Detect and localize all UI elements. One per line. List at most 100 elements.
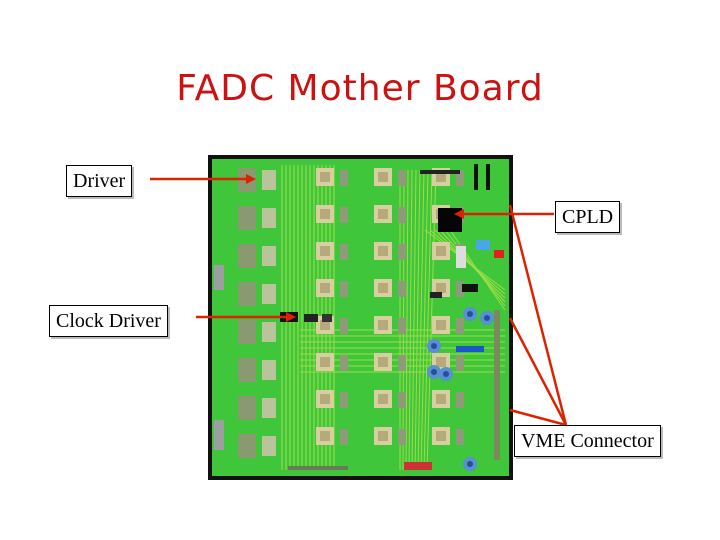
passive <box>340 281 348 297</box>
adc-die <box>436 320 446 330</box>
driver-chip <box>238 244 256 268</box>
ic <box>430 292 442 298</box>
arrow-heads <box>246 174 464 322</box>
adc-die <box>320 209 330 219</box>
driver-chip <box>238 282 256 306</box>
adc-die <box>320 431 330 441</box>
adc-die <box>436 394 446 404</box>
mount-hole-center <box>467 311 473 317</box>
adc-die <box>436 172 446 182</box>
cpld-chip <box>438 208 462 232</box>
adc-die <box>320 283 330 293</box>
passive <box>456 355 464 371</box>
adc-die <box>436 283 446 293</box>
driver-chip <box>262 436 276 456</box>
header-pin <box>486 164 490 190</box>
adc-die <box>378 320 388 330</box>
trace <box>411 169 417 471</box>
connector-strip <box>456 346 484 352</box>
passive <box>340 392 348 408</box>
clock-driver-chip <box>322 314 332 322</box>
passive <box>456 429 464 445</box>
driver-chip <box>238 320 256 344</box>
cpld-label: CPLD <box>555 201 621 233</box>
adc-die <box>436 431 446 441</box>
passive <box>340 429 348 445</box>
driver-chip <box>262 322 276 342</box>
adc-die <box>378 283 388 293</box>
adc-die <box>378 172 388 182</box>
slide-title: FADC Mother Board <box>176 68 544 109</box>
passive <box>456 281 464 297</box>
clock-driver-label: Clock Driver <box>49 305 168 337</box>
adc-die <box>378 246 388 256</box>
ic <box>462 284 478 292</box>
driver-chip <box>262 208 276 228</box>
passive <box>398 170 406 186</box>
vme-connector-label: VME Connector <box>514 425 661 457</box>
vme-arrow-1 <box>508 204 568 426</box>
passive <box>456 318 464 334</box>
led-block <box>476 240 490 250</box>
passive <box>340 207 348 223</box>
trace <box>449 229 506 311</box>
dip-switch <box>404 462 432 470</box>
vme-arrow-2 <box>508 317 568 426</box>
driver-chip <box>262 284 276 304</box>
passive <box>456 392 464 408</box>
pcb-components <box>214 164 504 471</box>
passive <box>340 355 348 371</box>
header-pin <box>474 164 478 190</box>
edge-connector <box>214 420 224 450</box>
mount-hole-center <box>484 315 490 321</box>
adc-die <box>378 431 388 441</box>
trace <box>405 169 409 471</box>
connector <box>420 170 460 174</box>
driver-chip <box>262 398 276 418</box>
adc-die <box>378 209 388 219</box>
callout-arrows <box>150 177 568 427</box>
driver-chip <box>262 246 276 266</box>
driver-chip <box>238 206 256 230</box>
mount-hole-center <box>431 343 437 349</box>
edge-pins <box>288 466 348 470</box>
adc-die <box>436 246 446 256</box>
adc-die <box>320 320 330 330</box>
mount-hole-center <box>431 369 437 375</box>
sram-chip <box>456 246 466 268</box>
driver-chip <box>238 358 256 382</box>
trace <box>420 169 429 471</box>
driver-label: Driver <box>66 165 133 197</box>
vme-arrow-3 <box>509 408 567 427</box>
trace <box>408 169 413 471</box>
passive <box>340 244 348 260</box>
passive <box>398 281 406 297</box>
trace <box>423 169 433 471</box>
led <box>494 250 504 258</box>
passive <box>456 170 464 186</box>
edge-connector <box>214 265 224 290</box>
trace <box>434 229 506 299</box>
passive <box>340 170 348 186</box>
adc-die <box>378 394 388 404</box>
mount-hole-center <box>443 371 449 377</box>
clock-driver-chip <box>304 314 318 322</box>
adc-die <box>436 357 446 367</box>
adc-die <box>320 172 330 182</box>
passive <box>398 355 406 371</box>
passive <box>398 318 406 334</box>
trace <box>414 169 421 471</box>
passive <box>398 244 406 260</box>
driver-chip <box>238 396 256 420</box>
driver-chip <box>238 434 256 458</box>
vme-connector <box>494 310 500 460</box>
passive <box>398 429 406 445</box>
passive <box>398 207 406 223</box>
mount-hole-center <box>467 461 473 467</box>
driver-chip <box>262 170 276 190</box>
adc-die <box>320 246 330 256</box>
driver-chip <box>262 360 276 380</box>
trace <box>417 169 425 471</box>
adc-die <box>320 357 330 367</box>
